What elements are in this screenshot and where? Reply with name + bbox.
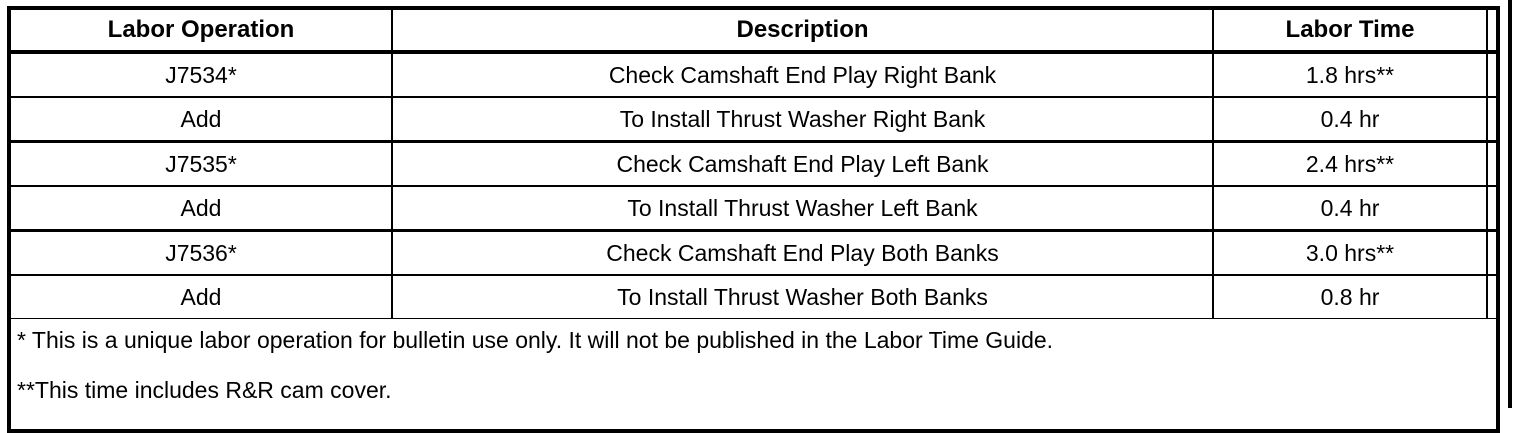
cell-labor-time: 1.8 hrs** — [1212, 50, 1488, 98]
cell-labor-operation: J7535* — [8, 140, 393, 187]
table-row: Add To Install Thrust Washer Both Banks … — [8, 274, 1499, 319]
table-header-row: Labor Operation Description Labor Time — [8, 6, 1499, 54]
cell-labor-operation: Add — [8, 185, 393, 232]
cell-spacer — [1486, 140, 1499, 187]
cell-labor-operation: J7536* — [8, 229, 393, 276]
cell-description: To Install Thrust Washer Right Bank — [391, 96, 1214, 143]
cell-labor-time: 0.4 hr — [1212, 96, 1488, 143]
table-row: Add To Install Thrust Washer Right Bank … — [8, 96, 1499, 143]
cell-labor-time: 3.0 hrs** — [1212, 229, 1488, 276]
table-row: J7536* Check Camshaft End Play Both Bank… — [8, 229, 1499, 276]
table-row: J7534* Check Camshaft End Play Right Ban… — [8, 50, 1499, 98]
cell-spacer — [1486, 185, 1499, 232]
footnote-spacer — [17, 355, 1490, 377]
cell-spacer — [1486, 274, 1499, 319]
labor-operation-table: Labor Operation Description Labor Time J… — [7, 6, 1500, 433]
table-row: J7535* Check Camshaft End Play Left Bank… — [8, 140, 1499, 187]
cell-spacer — [1486, 50, 1499, 98]
column-header-description: Description — [391, 6, 1214, 54]
page-right-rule — [1508, 0, 1512, 408]
cell-description: Check Camshaft End Play Left Bank — [391, 140, 1214, 187]
table-footnote-row: * This is a unique labor operation for b… — [8, 318, 1499, 433]
cell-description: To Install Thrust Washer Left Bank — [391, 185, 1214, 232]
cell-description: To Install Thrust Washer Both Banks — [391, 274, 1214, 319]
table-row: Add To Install Thrust Washer Left Bank 0… — [8, 185, 1499, 232]
footnote-single-asterisk: * This is a unique labor operation for b… — [17, 327, 1054, 353]
cell-labor-operation: J7534* — [8, 50, 393, 98]
cell-spacer — [1486, 96, 1499, 143]
column-header-spacer — [1486, 6, 1499, 54]
cell-labor-operation: Add — [8, 274, 393, 319]
document-page: Labor Operation Description Labor Time J… — [7, 0, 1512, 433]
cell-labor-time: 2.4 hrs** — [1212, 140, 1488, 187]
footnote-double-asterisk: **This time includes R&R cam cover. — [17, 376, 392, 403]
cell-spacer — [1486, 229, 1499, 276]
column-header-labor-time: Labor Time — [1212, 6, 1488, 54]
cell-labor-time: 0.4 hr — [1212, 185, 1488, 232]
cell-labor-time: 0.8 hr — [1212, 274, 1488, 319]
cell-labor-operation: Add — [8, 96, 393, 143]
cell-description: Check Camshaft End Play Right Bank — [391, 50, 1214, 98]
cell-description: Check Camshaft End Play Both Banks — [391, 229, 1214, 276]
footnote-cell: * This is a unique labor operation for b… — [8, 318, 1499, 433]
column-header-labor-operation: Labor Operation — [8, 6, 393, 54]
